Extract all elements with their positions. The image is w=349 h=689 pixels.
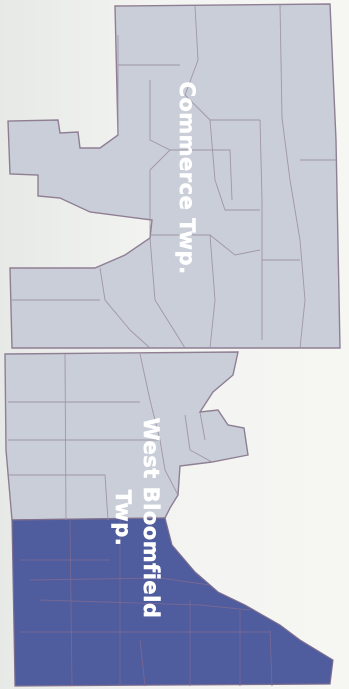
commerce-township-region[interactable]	[7, 3, 341, 349]
west-bloomfield-label-line2: Twp.	[111, 490, 135, 546]
west-bloomfield-internal-boundaries	[8, 353, 213, 521]
commerce-township-label: Commerce Twp.	[175, 81, 199, 274]
west-bloomfield-label-line1: West Bloomfield	[139, 418, 163, 619]
highlighted-district-internal-boundaries	[20, 519, 273, 687]
highlighted-district-region[interactable]	[11, 517, 334, 687]
commerce-internal-boundaries	[12, 3, 336, 349]
